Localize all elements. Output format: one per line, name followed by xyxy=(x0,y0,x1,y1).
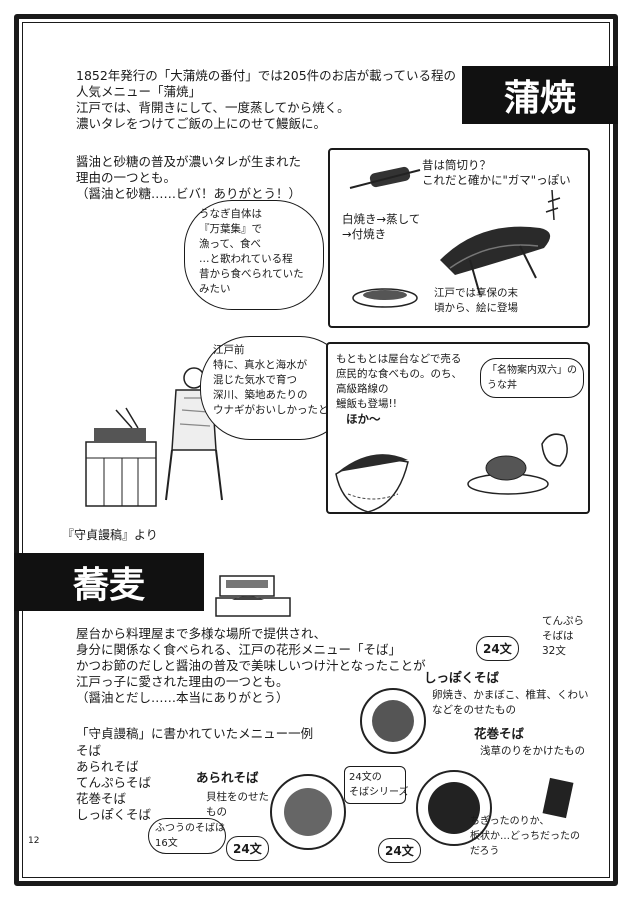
kabayaki-banner-title: 蒲焼 xyxy=(503,77,576,119)
soba-series-label: 24文の そばシリーズ xyxy=(344,766,409,804)
hanamaki-soba-bowl xyxy=(416,770,492,846)
kabayaki-banner: 蒲焼 xyxy=(462,66,618,124)
soba-menu-list: そば あられそば てんぷらそば 花巻そば しっぽくそば xyxy=(76,743,151,823)
futsu-soba-note: ふつうのそばは 16文 xyxy=(155,823,225,849)
tempura-soba-note: てんぷら そばは 32文 xyxy=(542,615,584,657)
soba-menu-item: 花巻そば xyxy=(76,791,127,806)
unadon-panel: もともとは屋台などで売る 庶民的な食べもの。のち、 高級路線の 鰻飯も登場!! … xyxy=(326,342,590,514)
morisada-caption: 『守貞謾稿』より xyxy=(62,528,158,542)
nori-note: ちぎったのりか、 板状か…どっちだったの だろう xyxy=(470,816,580,857)
hanamaki-desc: 浅草のりをかけたもの xyxy=(480,745,585,757)
shippoku-toppings xyxy=(372,700,414,742)
price-badge-shippoku: 24文 xyxy=(476,636,519,661)
shippoku-desc: 卵焼き、かまぼこ、椎茸、くわい などをのせたもの xyxy=(432,689,589,716)
hanamaki-title: 花巻そば xyxy=(474,726,525,741)
manyoshu-bubble: うなぎ自体は 『万葉集』で 漁って、食べ …と歌われている程 昔から食べられてい… xyxy=(184,200,324,310)
price-badge-hanamaki: 24文 xyxy=(378,838,421,863)
soba-menu-item: そば xyxy=(76,743,102,758)
manyoshu-bubble-text: うなぎ自体は 『万葉集』で 漁って、食べ …と歌われている程 昔から食べられてい… xyxy=(199,208,304,295)
hanamaki-nori xyxy=(428,782,480,834)
arare-toppings xyxy=(284,788,332,836)
edomae-bubble-text: 江戸前 特に、真水と海水が 混じた気水で育つ 深川、築地あたりの ウナギがおいし… xyxy=(213,344,339,416)
soba-menu-item: てんぷらそば xyxy=(76,775,152,790)
soba-banner: 蕎麦 xyxy=(14,553,204,611)
eel-history-panel: 昔は筒切り？ これだと確かに"ガマ"っぽい 白焼き→蒸して →付焼き 江戸では享… xyxy=(328,148,590,328)
soba-menu-title: 「守貞謾稿」に書かれていたメニュー一例 xyxy=(76,726,314,741)
price-badge-arare: 24文 xyxy=(226,836,269,861)
page-inner-border xyxy=(22,22,610,878)
panel1-note-tsutsugiri: 昔は筒切り？ これだと確かに"ガマ"っぽい xyxy=(422,158,571,187)
panel1-note-kyoho: 江戸では享保の末 頃から、絵に登場 xyxy=(434,287,518,314)
arare-soba-bowl xyxy=(270,774,346,850)
panel2-note-meibutsu: 「名物案内双六」の うな丼 xyxy=(487,365,577,391)
soba-intro: 屋台から料理屋まで多様な場所で提供され、 身分に関係なく食べられる、江戸の花形メ… xyxy=(76,626,426,705)
edomae-bubble: 江戸前 特に、真水と海水が 混じた気水で育つ 深川、築地あたりの ウナギがおいし… xyxy=(200,336,350,440)
meibutsu-bubble: 「名物案内双六」の うな丼 xyxy=(480,358,584,398)
page-border xyxy=(14,14,618,886)
futsu-soba-bubble: ふつうのそばは 16文 xyxy=(148,818,226,854)
panel1-note-cooking: 白焼き→蒸して →付焼き xyxy=(342,212,421,241)
soba-menu-item: しっぽくそば xyxy=(76,807,152,822)
soba-menu-item: あられそば xyxy=(76,759,139,774)
arare-desc: 貝柱をのせた もの xyxy=(206,791,269,818)
nori-sheet-illustration xyxy=(542,777,574,819)
soba-series-label-text: 24文の そばシリーズ xyxy=(349,772,409,798)
kabayaki-reason: 醤油と砂糖の普及が濃いタレが生まれた 理由の一つとも。 （醤油と砂糖……ビバ！あ… xyxy=(76,154,302,201)
seiro-soba-illustration xyxy=(215,575,291,617)
panel2-note-history: もともとは屋台などで売る 庶民的な食べもの。のち、 高級路線の 鰻飯も登場!! xyxy=(336,353,462,410)
shippoku-soba-bowl xyxy=(360,688,426,754)
soba-banner-title: 蕎麦 xyxy=(72,564,145,606)
arare-title: あられそば xyxy=(196,770,259,785)
kabayaki-intro: 1852年発行の「大蒲焼の番付」では205件のお店が載っている程の 人気メニュー… xyxy=(76,68,457,131)
panel2-note-hoka: ほか〜 xyxy=(346,412,381,426)
page-number: 12 xyxy=(28,836,40,846)
shippoku-title: しっぽくそば xyxy=(424,670,500,685)
